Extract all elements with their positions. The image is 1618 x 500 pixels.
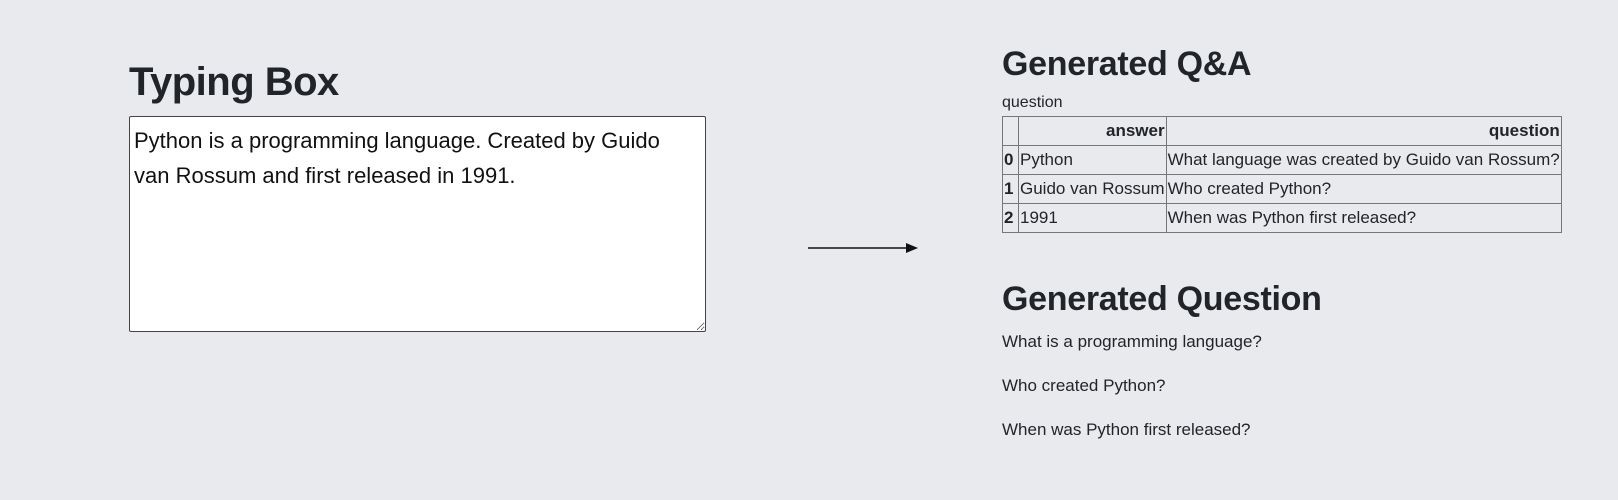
generated-question-title: Generated Question [1002, 280, 1322, 318]
typing-box-input[interactable]: Python is a programming language. Create… [129, 116, 706, 332]
row-index: 1 [1002, 174, 1019, 204]
row-question: Who created Python? [1165, 174, 1562, 204]
results-section: Generated Q&A question answer question 0… [1002, 40, 1602, 441]
qa-header-index [1002, 116, 1019, 146]
list-item: What is a programming language? [1002, 332, 1262, 351]
qa-table-header-row: answer question [1002, 116, 1562, 146]
qa-header-answer: answer [1018, 116, 1167, 146]
row-index: 0 [1002, 145, 1019, 175]
typing-box-section: Typing Box Python is a programming langu… [129, 56, 706, 332]
table-row: 1 Guido van Rossum Who created Python? [1002, 174, 1562, 204]
list-item: When was Python first released? [1002, 420, 1251, 439]
generated-qa-title: Generated Q&A [1002, 45, 1252, 83]
row-question: When was Python first released? [1165, 203, 1562, 233]
list-item: Who created Python? [1002, 376, 1166, 395]
row-question: What language was created by Guido van R… [1165, 145, 1562, 175]
row-answer: Guido van Rossum [1018, 174, 1167, 204]
generated-question-section: Generated Question What is a programming… [1002, 275, 1602, 441]
row-answer: Python [1018, 145, 1167, 175]
table-row: 0 Python What language was created by Gu… [1002, 145, 1562, 175]
qa-table: answer question 0 Python What language w… [1002, 116, 1562, 233]
row-answer: 1991 [1018, 203, 1167, 233]
qa-table-label: question [1002, 94, 1063, 111]
typing-box-title: Typing Box [129, 60, 339, 104]
row-index: 2 [1002, 203, 1019, 233]
qa-header-question: question [1165, 116, 1562, 146]
arrow-right-icon [808, 243, 918, 253]
table-row: 2 1991 When was Python first released? [1002, 203, 1562, 233]
